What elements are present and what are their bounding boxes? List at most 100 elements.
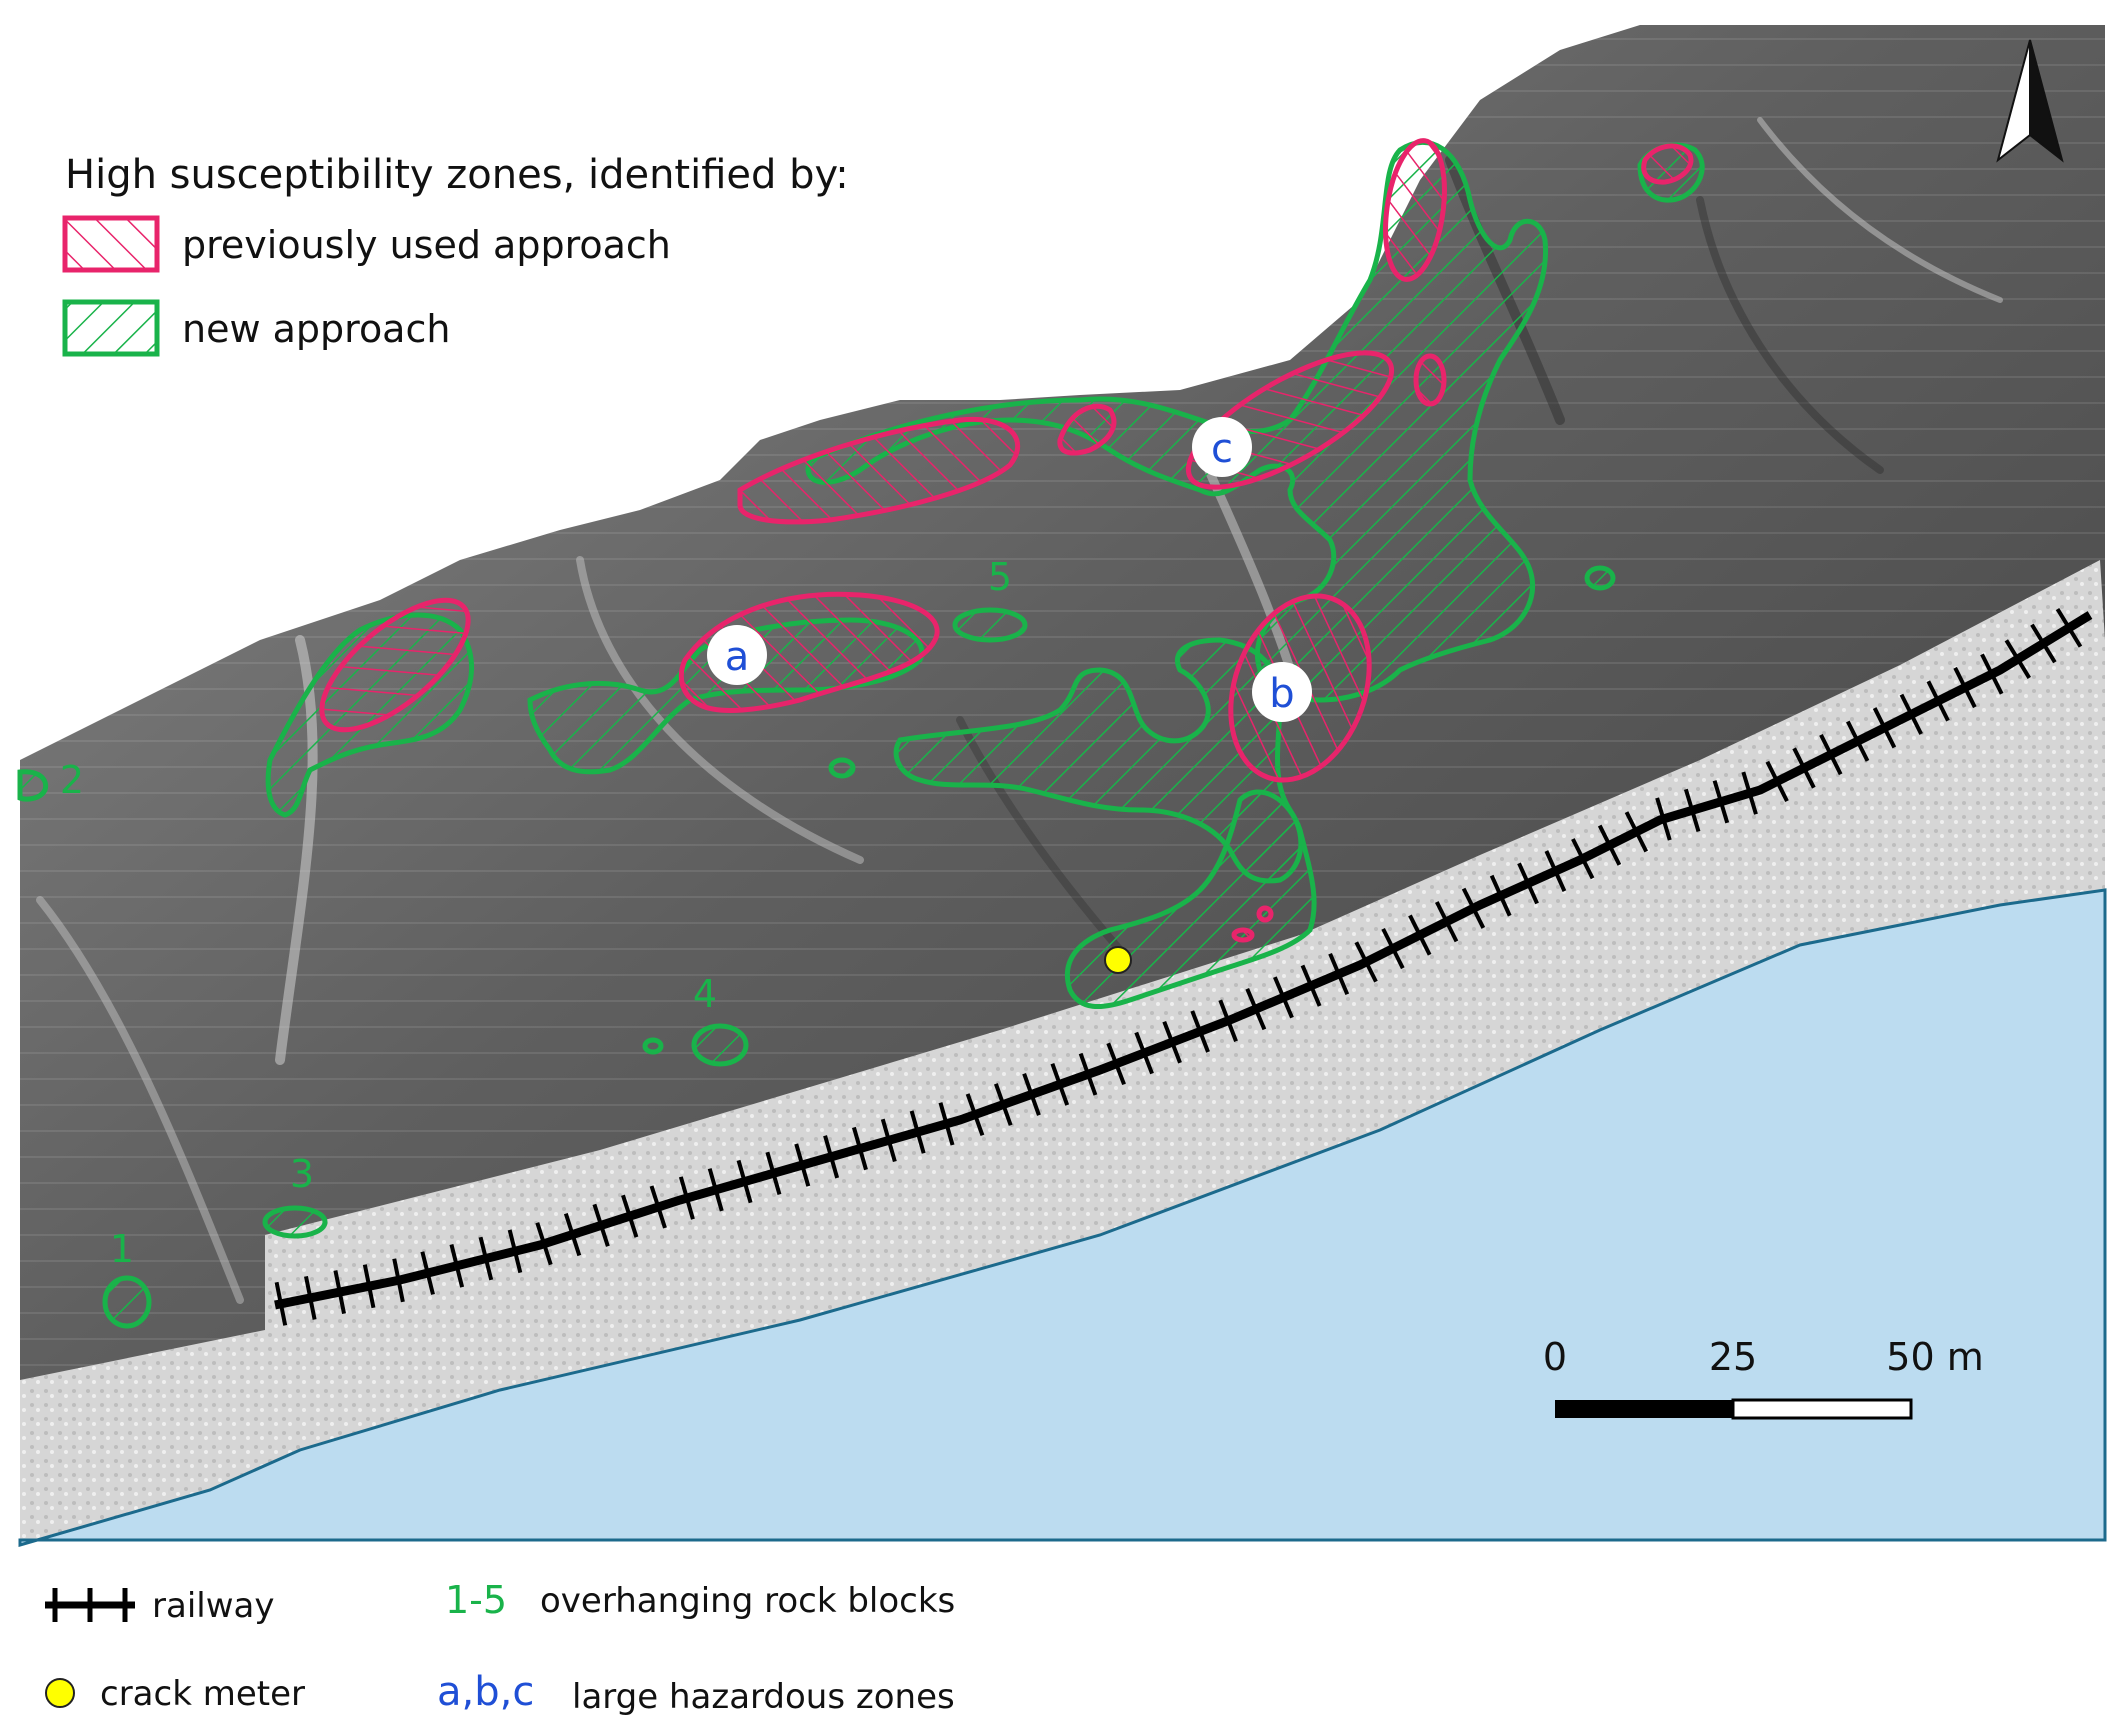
pink-mini-2 <box>1231 927 1255 943</box>
railway-tie <box>304 1275 317 1320</box>
railway-line-icon <box>45 1588 135 1622</box>
railway-tie <box>794 1143 811 1187</box>
hazardous-legend-label: large hazardous zones <box>572 1677 955 1717</box>
hazard-label-c: c <box>1192 417 1252 477</box>
previous-approach-zones <box>319 138 1694 943</box>
block-label-4: 4 <box>693 972 717 1016</box>
railway-tie <box>392 1258 405 1303</box>
railway-tie <box>1765 760 1789 802</box>
railway-tie <box>765 1151 782 1196</box>
green-block-4 <box>691 1023 749 1067</box>
railway-tie <box>678 1176 695 1220</box>
railway-tie <box>1926 680 1950 722</box>
railway-tie <box>1597 824 1622 866</box>
railway-tie <box>2055 608 2083 648</box>
railway-tie <box>621 1194 639 1238</box>
railway-tie <box>1953 666 1977 709</box>
svg-text:b: b <box>1269 671 1294 717</box>
railway-tie <box>649 1185 667 1229</box>
railway-tie <box>851 1126 868 1171</box>
railway-tie <box>1300 964 1322 1007</box>
railway-tie <box>1408 914 1432 956</box>
scale-label-0: 0 <box>1543 1335 1567 1379</box>
railway-tie <box>1489 874 1512 917</box>
new-approach-label: new approach <box>182 307 450 351</box>
north-arrow-icon <box>1996 39 2064 163</box>
top-legend: High susceptibility zones, identified by… <box>62 152 849 357</box>
hazard-label-a: a <box>707 625 767 685</box>
railway-tie <box>362 1264 376 1309</box>
hazardous-key: a,b,c <box>437 1669 534 1715</box>
railway-tie <box>1381 927 1405 970</box>
railway-tie <box>1190 1010 1210 1053</box>
railway-tie <box>449 1243 465 1288</box>
railway-tie <box>707 1168 724 1212</box>
green-block-5 <box>952 607 1028 643</box>
railway-tie <box>909 1110 926 1154</box>
railway-tie <box>880 1118 897 1163</box>
block-label-1: 1 <box>110 1227 134 1271</box>
railway-tie <box>965 1093 985 1137</box>
pink-zone-upper-left <box>737 416 1021 525</box>
scale-label-50: 50 m <box>1886 1335 1983 1379</box>
railway-tie <box>2004 639 2031 679</box>
scale-label-25: 25 <box>1709 1335 1757 1379</box>
railway-tie <box>1846 720 1870 762</box>
railway-tie <box>1134 1031 1154 1075</box>
top-legend-title: High susceptibility zones, identified by… <box>65 152 849 198</box>
green-small-dot-2 <box>828 757 856 779</box>
green-small-dot-3 <box>642 1037 664 1055</box>
green-small-dot-1 <box>1584 565 1616 591</box>
railway-tie <box>507 1229 523 1274</box>
railway-tie <box>1273 976 1294 1019</box>
previous-approach-label: previously used approach <box>182 223 671 267</box>
railway-tie <box>1354 941 1378 983</box>
railway-tie <box>1218 999 1238 1042</box>
railway-tie <box>420 1251 435 1295</box>
hatched-pink-swatch-icon <box>62 215 160 273</box>
railway-tie <box>1517 862 1539 905</box>
railway-tie <box>1435 901 1459 943</box>
railway-tie <box>478 1236 494 1281</box>
railway-tie <box>1022 1073 1041 1116</box>
railway-tie <box>1980 653 2004 695</box>
railway-bench <box>20 560 2105 1545</box>
railway-tie <box>2030 623 2057 664</box>
scale-bar: 0 25 50 m <box>1543 1335 1984 1420</box>
crack-meter-legend-label: crack meter <box>100 1674 305 1714</box>
railway-tie <box>1571 838 1595 880</box>
block-label-2: 2 <box>60 758 84 802</box>
railway-tie <box>1245 988 1267 1031</box>
railway-tie <box>1819 734 1843 776</box>
svg-text:c: c <box>1211 426 1233 472</box>
green-block-2 <box>17 769 49 802</box>
railway-legend-label: railway <box>152 1586 274 1626</box>
railway-tie <box>1461 887 1486 929</box>
railway-tie <box>1872 707 1897 749</box>
block-label-3: 3 <box>290 1152 314 1196</box>
railway-tie <box>1683 788 1701 832</box>
pink-zone-tiny <box>1413 353 1447 407</box>
railway-tie <box>1899 693 1923 735</box>
railway-tie <box>1792 747 1816 789</box>
railway-tie <box>1624 811 1649 853</box>
overhanging-key: 1-5 <box>445 1578 507 1622</box>
railway-tie <box>1655 797 1672 841</box>
railway-tie <box>1328 952 1350 996</box>
pink-zone-left <box>319 597 471 733</box>
pink-mini-1 <box>1256 905 1274 923</box>
railway-tie <box>823 1135 840 1179</box>
railway-tie <box>736 1159 753 1204</box>
railway-tie <box>1741 771 1758 815</box>
hazard-label-b: b <box>1252 662 1312 722</box>
overhanging-legend-label: overhanging rock blocks <box>540 1581 955 1621</box>
railway-tie <box>1712 780 1730 824</box>
railway-tie <box>274 1281 288 1326</box>
railway-tie <box>1078 1052 1098 1096</box>
railway-tie <box>993 1083 1013 1126</box>
sea <box>18 888 2107 1547</box>
railway-tie <box>1162 1021 1182 1064</box>
block-label-5: 5 <box>988 555 1012 599</box>
svg-text:a: a <box>725 634 750 680</box>
